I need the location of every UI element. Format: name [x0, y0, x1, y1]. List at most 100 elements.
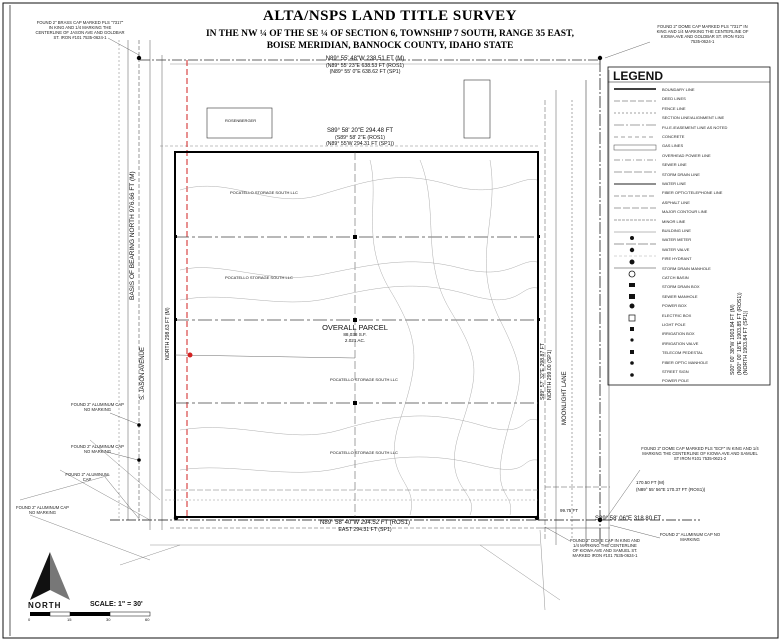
bottom-left-linework: [19, 439, 161, 561]
owner-label-lot-3: POCATELLO STORAGE SOUTH LLC: [330, 377, 398, 382]
legend-item-label: IRRIGATION VALVE: [662, 340, 699, 346]
scale-tick-15: 15: [67, 617, 72, 622]
west-parcel-dimension: NORTH 298.63 FT (M): [165, 307, 171, 360]
legend-symbols: [613, 88, 657, 269]
east-parcel-record: NORTH 299.00 (SP1): [546, 349, 553, 400]
street-label-jason: S. JASON AVENUE: [140, 347, 146, 400]
parcel-name: OVERALL PARCEL: [322, 323, 388, 332]
far-right-record-2: (NORTH 1903.84 FT (SP1)): [743, 310, 749, 375]
legend-item-label: IRRIGATION BOX: [662, 331, 695, 337]
title-main: ALTA/NSPS LAND TITLE SURVEY: [262, 8, 518, 24]
east-line-record: 170.50 FT (M) (N89° 55' 56"E 170.37 FT (…: [636, 480, 746, 493]
legend-item-label: FENCE LINE: [662, 105, 686, 111]
legend-item-label: FIBER OPTIC MANHOLE: [662, 359, 709, 365]
legend-item-label: MINOR LINE: [662, 218, 686, 224]
parcel-top-measured: S89° 58' 20"E 294.48 FT: [326, 128, 394, 134]
parcel-area-sf: 88,038 S.F.: [343, 332, 367, 337]
parcel-bottom-record: EAST 294.31 FT (SP1): [338, 526, 392, 533]
building-north-1: [206, 107, 273, 139]
jason-avenue-lines: [118, 40, 163, 530]
north-label: NORTH: [28, 601, 62, 610]
survey-title: ALTA/NSPS LAND TITLE SURVEY IN THE NW ¼ …: [180, 8, 600, 52]
east-parcel-measured: S89° 57' 32"E 298.87 FT: [540, 342, 546, 400]
owner-label-lot-2: POCATELLO STORAGE SOUTH LLC: [225, 275, 293, 280]
moonlight-lane-lines: [544, 60, 610, 545]
basis-of-bearing: BASIS OF BEARING NORTH 976.66 FT (M): [129, 171, 136, 300]
legend-item-label: ELECTRIC BOX: [662, 312, 692, 318]
owner-label-lot-4: POCATELLO STORAGE SOUTH LLC: [330, 450, 398, 455]
owner-label-lot-1: POCATELLO STORAGE SOUTH LLC: [230, 190, 298, 195]
legend-title: LEGEND: [613, 69, 664, 83]
legend-item-label: WATER METER: [662, 237, 692, 243]
monument-note-far-left: FOUND 2" ALUMINUM CAP NO MARKING: [16, 505, 69, 515]
top-line-dimension: N89° 55' 48"W 238.51 FT (M) (N89° 55' 23…: [300, 56, 430, 76]
legend-box: [607, 66, 771, 386]
legend-item-label: GAS LINES: [662, 143, 684, 149]
legend-item-label: P.U.E./EASEMENT LINE AS NOTED: [662, 124, 728, 130]
legend-item-label: STREET SIGN: [662, 369, 689, 374]
parcel-label: OVERALL PARCEL 88,038 S.F. 2.021 AC.: [300, 323, 410, 344]
survey-monuments: [136, 55, 603, 523]
legend-item-label: LIGHT POLE: [662, 322, 686, 327]
parcel-top-dimension: S89° 58' 20"E 294.48 FT (S89° 58' 2"E (R…: [310, 128, 410, 148]
top-boundary-lines: [140, 59, 600, 147]
east-line-record-ros: (N89° 55' 56"E 170.37 FT (ROS1)): [636, 486, 706, 492]
parcel-area-ac: 2.021 AC.: [344, 338, 366, 343]
scale-label: SCALE: 1" = 30': [90, 601, 143, 608]
short-distance: 99.75 FT: [560, 508, 579, 513]
legend-item-label: BOUNDARY LINE: [662, 87, 695, 92]
parcel-top-record-2: (N89° 55'W 294.31 FT (SP1)): [326, 141, 394, 147]
monument-note-top-right: FOUND 2" DOME CAP MARKED PLS "7317" IN K…: [656, 24, 749, 44]
legend-item-label: WATER LINE: [662, 181, 687, 186]
monument-note-left-3: FOUND 2" ALUMINUM CAP: [65, 472, 109, 482]
legend-item-label: FIRE HYDRANT: [662, 256, 692, 262]
legend-item-label: BUILDING LINE: [662, 228, 691, 233]
leader-lines: [104, 37, 661, 542]
east-line-record-m: 170.50 FT (M): [636, 480, 665, 485]
title-subtitle-1: IN THE NW ¼ OF THE SE ¼ OF SECTION 6, TO…: [205, 29, 575, 39]
parcel-top-record-1: (S89° 58' 2"E (ROS1): [335, 134, 385, 141]
bottom-road-lines: [110, 486, 700, 611]
east-line-dimension: S89° 58' 06"E 318.80 FT: [595, 516, 705, 523]
legend-item-label: STORM DRAIN BOX: [662, 284, 700, 290]
north-arrow: [30, 552, 70, 600]
owner-label-north: ROSENBERGER: [225, 118, 257, 123]
legend-item-label: WATER VALVE: [662, 246, 690, 252]
monument-note-bottom-center: FOUND 2" DOME CAP IN KING AND 1/4 MARKIN…: [570, 538, 640, 558]
legend-item-label: POWER BOX: [662, 303, 687, 309]
building-north-2: [463, 79, 491, 139]
monument-note-right-mid: FOUND 2" DOME CAP MARKED PLS "ECF" IN KI…: [641, 446, 759, 461]
top-line-record-2: (N89° 55' 0"E 638.62 FT (SP1): [329, 69, 401, 75]
monument-note-right-low: FOUND 2" ALUMINUM CAP NO MARKING: [659, 532, 721, 542]
legend-item-label: POWER POLE: [662, 378, 689, 384]
far-right-measured: S00° 00' 38"W 1903.84 FT (M): [730, 304, 736, 375]
legend-item-label: DEED LINES: [662, 96, 686, 102]
parcel-bottom-measured: N89° 58' 40"W 294.52 FT (ROS1): [320, 520, 410, 526]
legend-item-label: OVERHEAD POWER LINE: [662, 152, 711, 158]
contour-lines: [179, 159, 538, 516]
legend-item-label: SEWER LINE: [662, 162, 687, 168]
parcel-boundary: [174, 151, 539, 518]
title-subtitle-2: BOISE MERIDIAN, BANNOCK COUNTY, IDAHO ST…: [266, 41, 514, 51]
legend-item-label: TELECOM PEDESTAL: [662, 350, 704, 356]
east-line-measured: S89° 58' 06"E 318.80 FT: [595, 516, 662, 522]
scale-tick-0: 0: [28, 617, 31, 622]
legend-item-label: CATCH BASIN: [662, 275, 689, 280]
legend-item-label: FIBER OPTIC/TELEPHONE LINE: [662, 190, 723, 196]
scale-bar: [30, 611, 151, 617]
legend-item-label: MAJOR CONTOUR LINE: [662, 209, 708, 215]
legend-item-label: STORM DRAIN LINE: [662, 171, 700, 177]
legend-item-label: SECTION LINE/ALIGNMENT LINE: [662, 115, 725, 121]
top-line-measured: N89° 55' 48"W 238.51 FT (M): [325, 56, 405, 62]
monument-note-left-2: FOUND 2" ALUMINUM CAP NO MARKING: [71, 444, 124, 454]
legend-item-label: ASPHALT LINE: [662, 199, 690, 205]
monument-note-left-1: FOUND 2" ALUMINUM CAP NO MARKING: [71, 402, 124, 412]
scale-tick-60: 60: [145, 617, 150, 622]
legend-item-label: SEWER MANHOLE: [662, 293, 698, 299]
legend-point-symbols: [628, 236, 636, 377]
far-right-record-1: (N00° 00' 18"E 1903.85 FT (ROS1)): [736, 292, 743, 375]
parcel-bottom-dimension: N89° 58' 40"W 294.52 FT (ROS1) EAST 294.…: [310, 520, 420, 533]
